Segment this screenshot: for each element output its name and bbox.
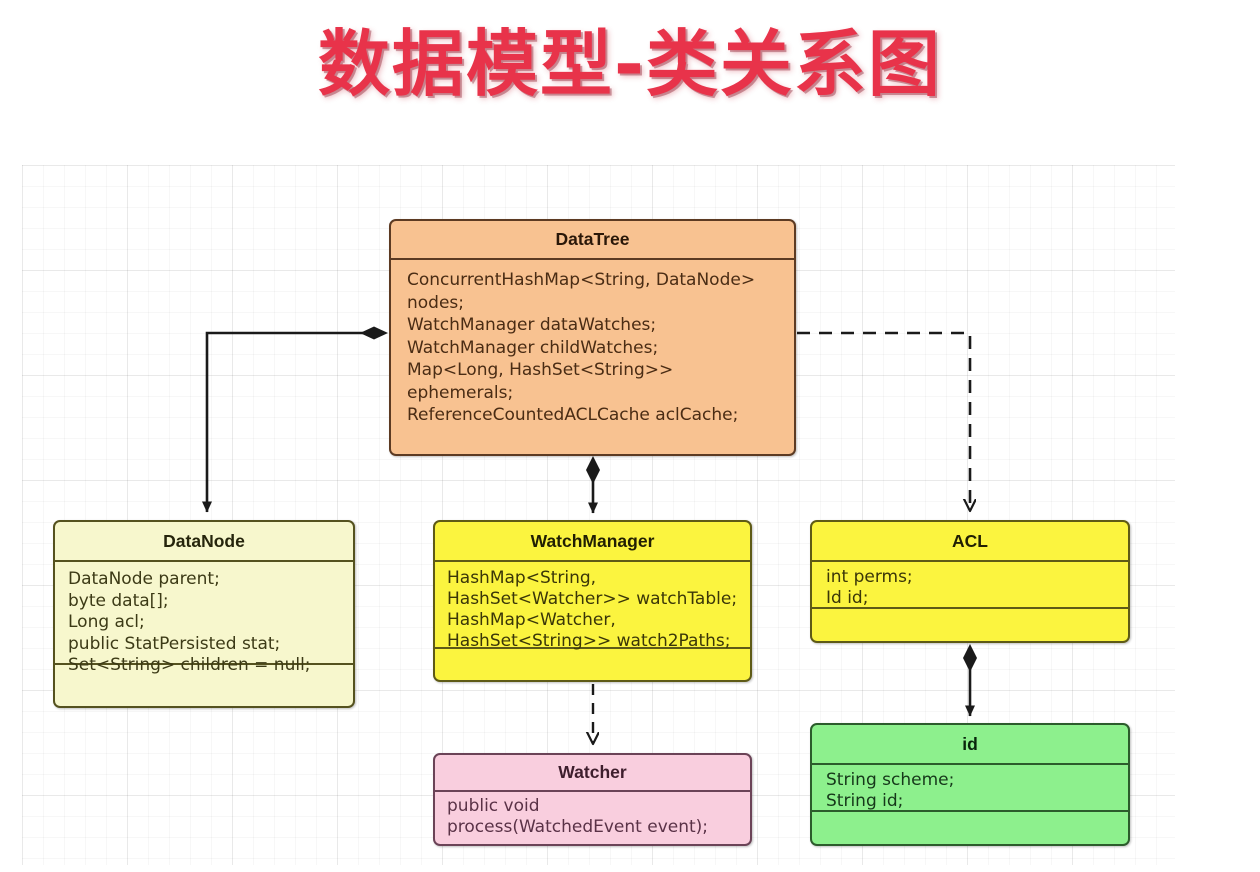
class-name-watchmanager: WatchManager [435, 522, 750, 562]
class-box-acl[interactable]: ACL int perms; Id id; [810, 520, 1130, 643]
page-title: 数据模型-类关系图 [318, 22, 942, 106]
class-attributes-id: String scheme; String id; [812, 765, 1128, 812]
class-attributes-watcher: public void process(WatchedEvent event); [447, 796, 709, 837]
class-name-datanode: DataNode [55, 522, 353, 562]
class-attributes-acl: int perms; Id id; [812, 562, 1128, 609]
class-name-acl: ACL [812, 522, 1128, 562]
class-attributes-datanode: DataNode parent; byte data[]; Long acl; … [55, 562, 353, 675]
class-box-datanode[interactable]: DataNode DataNode parent; byte data[]; L… [53, 520, 355, 708]
class-methods-watchmanager [435, 649, 750, 679]
class-name-watcher: Watcher [435, 755, 750, 792]
class-methods-acl [812, 609, 1128, 640]
class-box-id[interactable]: id String scheme; String id; [810, 723, 1130, 846]
class-attributes-watchmanager: HashMap<String, HashSet<Watcher>> watchT… [435, 562, 750, 651]
class-name-id: id [812, 725, 1128, 765]
class-methods-id [812, 812, 1128, 843]
class-box-watcher[interactable]: Watcher public void process(WatchedEvent… [433, 753, 752, 846]
class-box-datatree[interactable]: DataTree ConcurrentHashMap<String, DataN… [389, 219, 796, 456]
class-attributes-datatree: ConcurrentHashMap<String, DataNode> node… [407, 270, 756, 425]
class-name-datatree: DataTree [391, 221, 794, 260]
class-box-watchmanager[interactable]: WatchManager HashMap<String, HashSet<Wat… [433, 520, 752, 682]
